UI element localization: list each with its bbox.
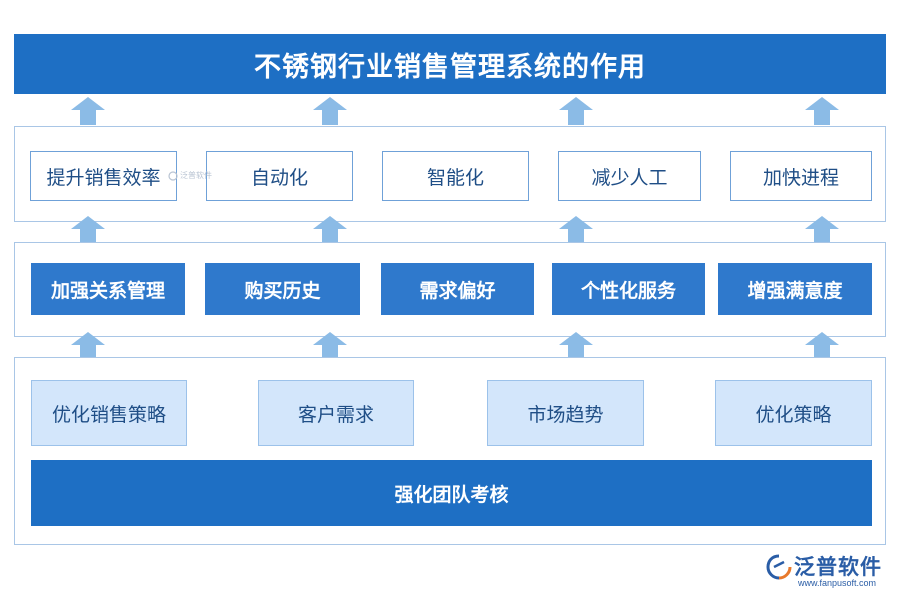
fanpu-logo-icon: [766, 554, 792, 580]
bottom-box-3: 市场趋势: [487, 380, 644, 446]
arrow-up-icon: [313, 97, 347, 125]
mid-box-1: 加强关系管理: [31, 263, 185, 315]
arrow-up-icon: [805, 332, 839, 360]
arrow-up-icon: [71, 332, 105, 360]
brand-watermark: 泛普软件 www.fanpusoft.com: [764, 551, 894, 593]
arrow-up-icon: [559, 332, 593, 360]
watermark-small: 泛普软件: [168, 170, 212, 181]
top-box-1: 提升销售效率: [30, 151, 177, 201]
mid-box-3: 需求偏好: [381, 263, 534, 315]
mid-box-4: 个性化服务: [552, 263, 705, 315]
fanpu-logo-icon: [168, 170, 178, 181]
mid-box-5: 增强满意度: [718, 263, 872, 315]
bottom-bar: 强化团队考核: [31, 460, 872, 526]
arrow-up-icon: [313, 216, 347, 244]
mid-box-2: 购买历史: [205, 263, 360, 315]
arrow-up-icon: [71, 216, 105, 244]
arrow-up-icon: [559, 216, 593, 244]
arrow-up-icon: [71, 97, 105, 125]
brand-name: 泛普软件: [794, 555, 882, 579]
top-box-2: 自动化: [206, 151, 353, 201]
arrow-up-icon: [313, 332, 347, 360]
brand-url: www.fanpusoft.com: [798, 578, 877, 588]
top-box-5: 加快进程: [730, 151, 872, 201]
top-box-3: 智能化: [382, 151, 529, 201]
bottom-box-1: 优化销售策略: [31, 380, 187, 446]
arrow-up-icon: [805, 97, 839, 125]
bottom-box-4: 优化策略: [715, 380, 872, 446]
bottom-box-2: 客户需求: [258, 380, 414, 446]
top-box-4: 减少人工: [558, 151, 701, 201]
arrow-up-icon: [559, 97, 593, 125]
arrow-up-icon: [805, 216, 839, 244]
diagram-title: 不锈钢行业销售管理系统的作用: [14, 34, 886, 94]
